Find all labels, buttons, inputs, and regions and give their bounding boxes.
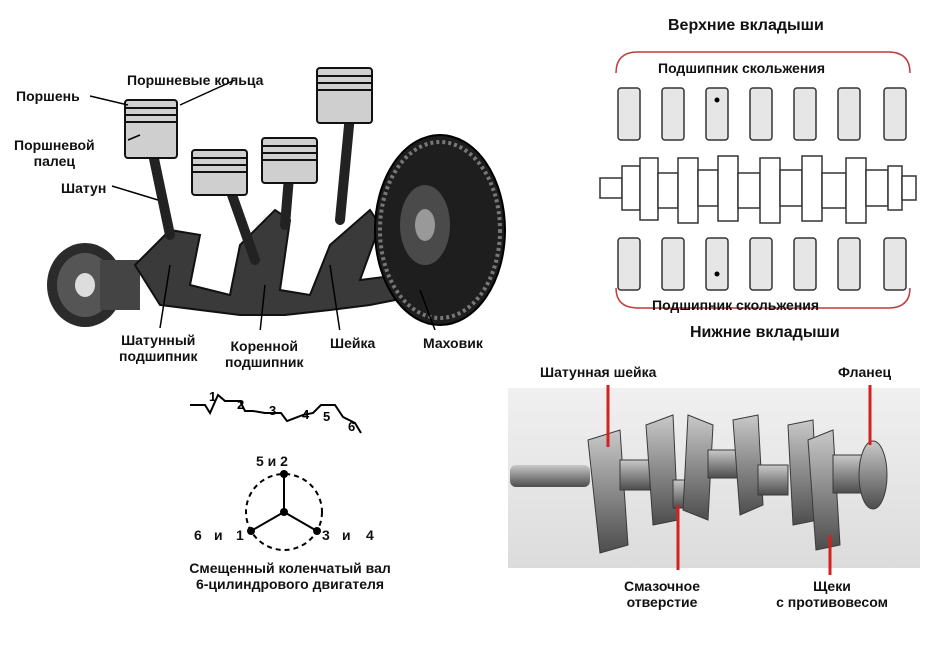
- crank-number: 3: [269, 403, 276, 418]
- offset-crank-diagram: 1 2 3 4 5 6: [190, 389, 362, 434]
- firing-label-right-b: и: [342, 527, 351, 543]
- leader-lines: [89, 79, 436, 330]
- label-piston: Поршень: [16, 88, 80, 104]
- firing-label-left-b: и: [214, 527, 223, 543]
- firing-label-top: 5 и 2: [256, 453, 288, 469]
- crankshaft-photo: [510, 385, 888, 575]
- label-flywheel: Маховик: [423, 335, 483, 351]
- label-rod-bearing: Шатунный подшипник: [119, 332, 198, 364]
- firing-label-right-c: 4: [366, 527, 374, 543]
- pulley: [47, 243, 140, 327]
- firing-label-left-a: 6: [194, 527, 202, 543]
- label-connecting-rod: Шатун: [61, 180, 107, 196]
- crankshaft: [133, 208, 437, 316]
- label-oil-hole-line1: Смазочное: [624, 578, 700, 594]
- upper-shells-title: Верхние вкладыши: [668, 17, 824, 34]
- crankshaft-outline: [599, 155, 917, 224]
- label-journal: Шейка: [330, 335, 376, 351]
- label-rod-bearing-line2: подшипник: [119, 348, 198, 364]
- pistons: [124, 67, 373, 196]
- label-cheeks-line1: Щеки: [813, 578, 851, 594]
- offset-crank-caption-line2: 6-цилиндрового двигателя: [195, 576, 385, 592]
- upper-bearing-label: Подшипник скольжения: [658, 60, 826, 76]
- crank-zigzag-line: [190, 393, 362, 434]
- bearings-diagram: [599, 51, 917, 309]
- lower-bearing-label: Подшипник скольжения: [652, 297, 820, 313]
- label-rod-bearing-line1: Шатунный: [121, 332, 196, 348]
- upper-bearing-shells: [617, 87, 907, 141]
- label-main-bearing: Коренной подшипник: [225, 338, 304, 370]
- label-main-bearing-line1: Коренной: [230, 338, 299, 354]
- flywheel: [374, 134, 506, 326]
- label-rod-journal: Шатунная шейка: [540, 364, 657, 380]
- crank-number: 6: [348, 419, 355, 434]
- label-flange: Фланец: [838, 364, 892, 380]
- label-piston-pin-line2: палец: [33, 153, 75, 169]
- label-cheeks-line2: с противовесом: [776, 594, 888, 610]
- label-oil-hole-line2: отверстие: [626, 594, 698, 610]
- crank-number: 1: [209, 389, 216, 404]
- offset-crank-caption-line1: Смещенный коленчатый вал: [189, 560, 391, 576]
- engine-cutaway-illustration: [47, 67, 506, 330]
- label-cheeks: Щеки с противовесом: [768, 578, 896, 610]
- label-piston-pin: Поршневой палец: [14, 137, 95, 169]
- firing-label-left-c: 1: [236, 527, 244, 543]
- label-piston-pin-line1: Поршневой: [14, 137, 95, 153]
- lower-bracket: [615, 287, 911, 309]
- upper-bracket: [615, 51, 911, 74]
- offset-crank-caption: Смещенный коленчатый вал 6-цилиндрового …: [170, 560, 410, 592]
- crank-number: 5: [323, 409, 330, 424]
- label-piston-rings: Поршневые кольца: [127, 72, 264, 88]
- crank-number: 2: [237, 397, 244, 412]
- lower-shells-title: Нижние вкладыши: [690, 324, 840, 341]
- label-main-bearing-line2: подшипник: [225, 354, 304, 370]
- label-oil-hole: Смазочное отверстие: [624, 578, 700, 610]
- firing-angle-circle: [245, 470, 323, 551]
- crank-number: 4: [302, 407, 310, 422]
- lower-bearing-shells: [617, 237, 907, 291]
- firing-label-right-a: 3: [322, 527, 330, 543]
